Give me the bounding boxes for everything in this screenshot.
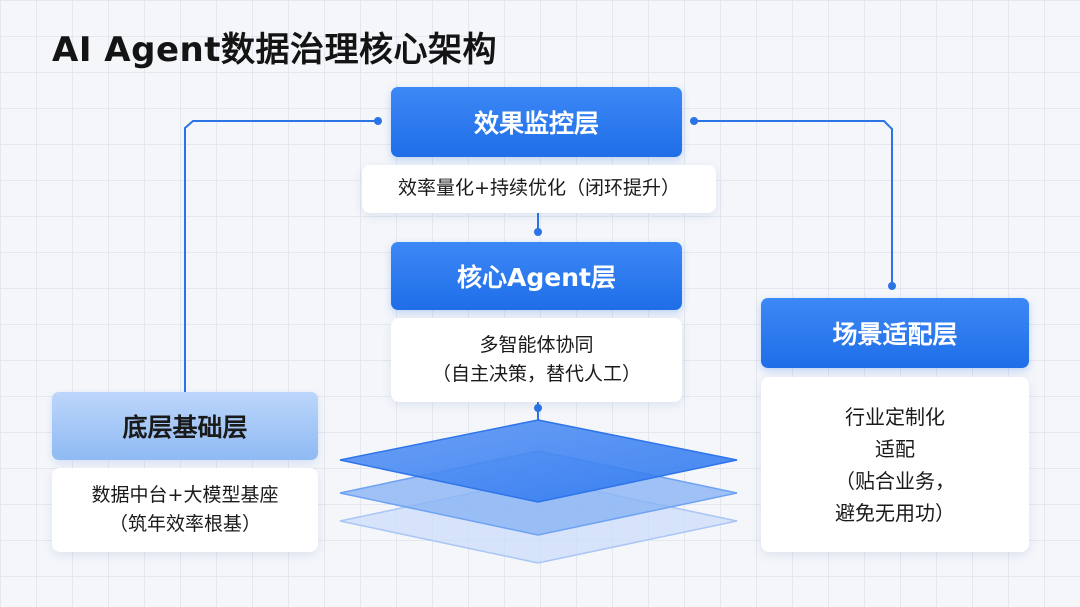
monitor-layer-title: 效果监控层 [473,109,599,138]
monitor-to-scene-connector [694,120,893,286]
base-to-monitor-connector [184,120,378,392]
stack-plane-top [339,419,738,503]
connector-dot [534,404,542,412]
monitor-layer-card: 效率量化+持续优化（闭环提升） [362,165,716,213]
connector-dot [534,228,542,236]
agent-layer-header: 核心Agent层 [391,242,682,310]
monitor-layer-header: 效果监控层 [391,87,682,157]
agent-layer-desc-line: （自主决策，替代人工） [431,363,641,385]
agent-layer-card: 多智能体协同 （自主决策，替代人工） [391,318,682,402]
connector-dot [374,117,382,125]
page-title: AI Agent数据治理核心架构 [52,30,497,70]
agent-layer-desc-line: 多智能体协同 [479,333,594,356]
base-layer-desc-line: （筑年效率根基） [108,513,261,535]
base-layer-desc-line: 数据中台+大模型基座 [91,483,279,506]
connector-dot [690,117,698,125]
agent-layer-title: 核心Agent层 [457,263,616,292]
base-layer-title: 底层基础层 [122,413,248,442]
base-layer-card: 数据中台+大模型基座 （筑年效率根基） [52,468,318,552]
scene-layer-header: 场景适配层 [761,298,1029,368]
scene-layer-desc-line: （贴合业务， [835,468,955,493]
scene-layer-desc-line: 适配 [875,436,915,461]
connector-dot [888,282,896,290]
scene-layer-desc-line: 避免无用功） [835,500,955,525]
base-layer-header: 底层基础层 [52,392,318,460]
monitor-layer-desc: 效率量化+持续优化（闭环提升） [398,177,680,200]
scene-layer-title: 场景适配层 [832,320,958,349]
scene-layer-card: 行业定制化 适配 （贴合业务， 避免无用功） [761,377,1029,552]
scene-layer-desc-line: 行业定制化 [845,404,945,429]
